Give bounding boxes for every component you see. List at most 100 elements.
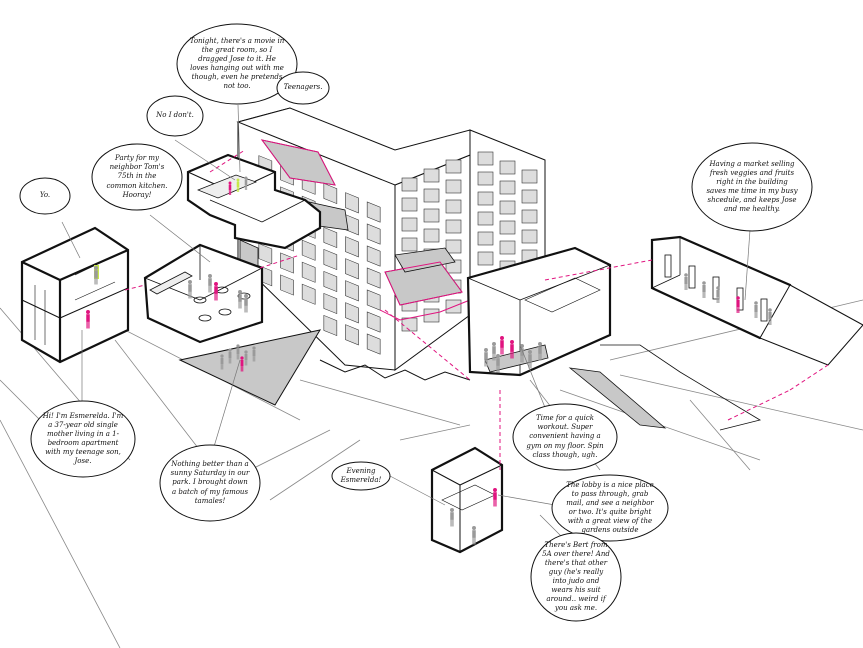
window xyxy=(477,211,494,226)
kitchen-box xyxy=(143,243,264,344)
window xyxy=(445,239,462,254)
speech-bubbles xyxy=(19,23,813,622)
bubble-text-market: Having a market selling fresh veggies an… xyxy=(706,159,798,214)
market-box xyxy=(650,235,863,366)
person-figure xyxy=(500,336,504,355)
window xyxy=(445,219,462,234)
window xyxy=(366,267,381,289)
person-figure xyxy=(493,488,497,507)
bubble-text-yo: Yo. xyxy=(39,191,51,200)
person-figure xyxy=(238,290,242,309)
person-figure xyxy=(244,294,248,313)
person-figure xyxy=(484,348,488,367)
great-room-box xyxy=(186,153,322,250)
window xyxy=(445,199,462,214)
window xyxy=(301,239,316,261)
window xyxy=(301,283,316,305)
person-figure xyxy=(492,342,496,361)
bubble-evening xyxy=(331,461,391,491)
bubble-text-teenagers: Teenagers. xyxy=(283,83,323,92)
bubble-text-bert: There's Bert from 5A over there! And the… xyxy=(542,540,610,613)
person-figure xyxy=(240,356,244,372)
window xyxy=(345,258,359,280)
bubble-park xyxy=(159,444,261,522)
people-figures xyxy=(86,176,772,545)
window xyxy=(401,217,418,232)
window xyxy=(323,270,338,293)
person-figure xyxy=(220,354,224,370)
window xyxy=(521,169,538,184)
bubble-text-movie: Tonight, there's a movie in the great ro… xyxy=(189,36,285,91)
window xyxy=(301,261,316,283)
person-figure xyxy=(496,354,500,373)
person-figure xyxy=(684,273,688,290)
window xyxy=(401,197,418,212)
window xyxy=(477,251,494,266)
window xyxy=(499,240,516,255)
market-stall xyxy=(664,254,672,278)
window xyxy=(323,314,338,337)
window xyxy=(345,192,359,214)
person-figure xyxy=(472,526,476,545)
window xyxy=(345,302,359,324)
window xyxy=(477,171,494,186)
connector-lines xyxy=(124,149,829,470)
person-figure xyxy=(236,344,240,360)
window xyxy=(423,208,440,223)
person-figure xyxy=(228,181,232,195)
person-figure xyxy=(702,281,706,298)
gym-terraces xyxy=(484,344,667,429)
person-figure xyxy=(208,274,212,293)
bubble-text-workout: Time for a quick workout. Super convenie… xyxy=(526,414,604,459)
window xyxy=(521,209,538,224)
lobby-box xyxy=(430,446,504,554)
bubble-yo xyxy=(19,177,71,215)
market-stalls xyxy=(664,254,768,322)
bubble-no-i-dont xyxy=(146,95,204,137)
window xyxy=(401,237,418,252)
window xyxy=(366,245,381,267)
window xyxy=(423,188,440,203)
person-figure xyxy=(528,350,532,369)
person-figure xyxy=(236,178,240,192)
window xyxy=(521,229,538,244)
person-figure xyxy=(450,508,454,527)
window xyxy=(323,182,338,205)
bubble-lobby xyxy=(551,474,669,542)
person-figure xyxy=(94,266,98,285)
market-stall xyxy=(688,265,696,289)
market-stall xyxy=(760,298,768,322)
window xyxy=(521,189,538,204)
building-base xyxy=(319,359,471,381)
window xyxy=(477,191,494,206)
window xyxy=(258,243,273,265)
window xyxy=(499,180,516,195)
person-figure xyxy=(754,301,758,318)
window xyxy=(401,177,418,192)
window xyxy=(401,317,418,332)
window xyxy=(445,179,462,194)
window xyxy=(345,324,359,346)
bubble-text-intro: Hi! I'm Esmerelda. I'm a 37-year old sin… xyxy=(42,411,124,466)
window xyxy=(499,200,516,215)
window xyxy=(423,308,440,323)
person-figure xyxy=(736,296,740,313)
bubble-teenagers xyxy=(276,71,330,105)
person-figure xyxy=(188,280,192,299)
window xyxy=(477,151,494,166)
window xyxy=(445,159,462,174)
window xyxy=(323,226,338,249)
bubble-movie xyxy=(176,23,298,105)
bubble-market xyxy=(691,142,813,232)
window xyxy=(366,201,381,223)
person-figure xyxy=(510,340,514,359)
person-figure xyxy=(228,348,232,364)
bubble-text-party: Party for my neighbor Tom's 75th in the … xyxy=(106,154,168,199)
window xyxy=(366,333,381,355)
terrace-accent-outlines xyxy=(260,139,471,321)
window xyxy=(423,168,440,183)
window xyxy=(345,280,359,302)
bubble-text-lobby: The lobby is a nice place to pass throug… xyxy=(566,480,654,535)
gym-ramp xyxy=(600,344,762,431)
